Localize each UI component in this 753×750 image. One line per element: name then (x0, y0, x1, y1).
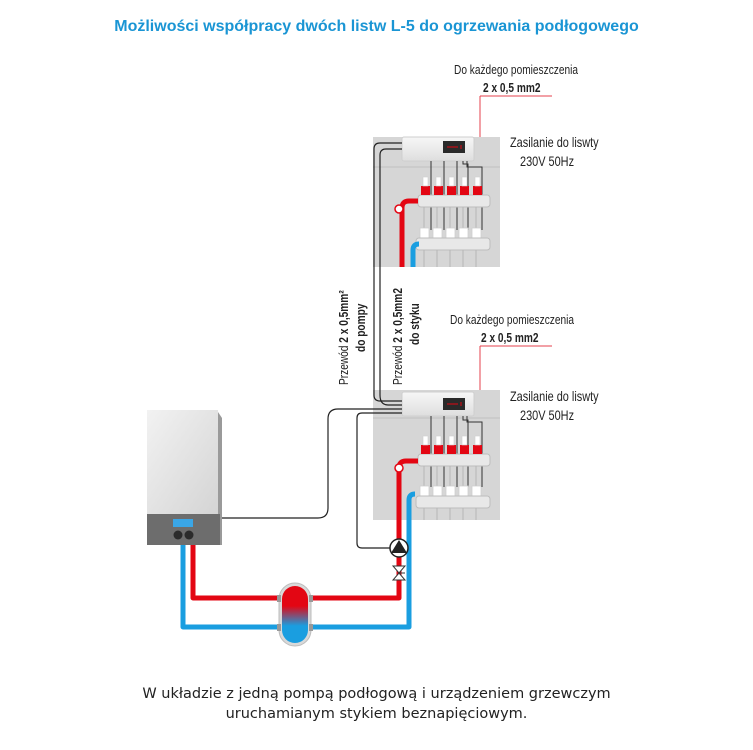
wire-to-pump (356, 412, 402, 549)
bottom-return-manifold (415, 485, 491, 509)
bottom-power-label: Zasilanie do liswty (510, 388, 599, 404)
caption-line-2: uruchamianym stykiem beznapięciowym. (225, 706, 528, 722)
pump-wire-prefix: Przewód (336, 345, 351, 385)
signal-wires (222, 142, 402, 549)
pump-wire-spec: 2 x 0,5mm² (336, 290, 351, 343)
boiler-display (173, 519, 193, 527)
wire-to-boiler (222, 408, 402, 519)
valve-icon (391, 565, 407, 581)
contact-wire-label: Przewód 2 x 0,5mm2 (390, 288, 405, 385)
top-power-label: Zasilanie do liswty (510, 134, 599, 150)
buffer-tank (277, 582, 313, 647)
wire-to-contact-link (379, 148, 402, 406)
bottom-rooms-label: Do każdego pomieszczenia (450, 312, 575, 327)
bottom-manifold-unit (373, 345, 552, 520)
wire-to-pump-link (373, 142, 402, 402)
top-rooms-label: Do każdego pomieszczenia (454, 62, 579, 77)
caption-line-1: W układzie z jedną pompą podłogową i urz… (142, 686, 611, 702)
circulation-pump-icon (389, 538, 409, 558)
pump-wire-target: do pompy (353, 303, 368, 352)
bottom-rooms-wire-spec: 2 x 0,5 mm2 (481, 330, 539, 345)
bottom-supply-manifold (417, 435, 491, 467)
contact-wire-prefix: Przewód (390, 345, 405, 385)
top-return-manifold (415, 227, 491, 251)
bottom-thermometer-icon (394, 463, 404, 473)
top-cold-pipe (410, 241, 420, 267)
bottom-power-value: 230V 50Hz (520, 407, 575, 423)
cold-return-pipe (180, 491, 416, 630)
top-power-value: 230V 50Hz (520, 153, 575, 169)
contact-wire-target: do styku (407, 303, 422, 345)
top-manifold-unit (373, 95, 552, 267)
contact-wire-spec: 2 x 0,5mm2 (390, 288, 405, 343)
boiler-icon (147, 410, 222, 545)
top-thermometer-icon (394, 204, 404, 214)
pump-wire-label: Przewód 2 x 0,5mm² (336, 290, 351, 385)
top-rooms-wire-spec: 2 x 0,5 mm2 (483, 80, 541, 95)
diagram-title: Możliwości współpracy dwóch listw L-5 do… (114, 18, 639, 35)
caption: W układzie z jedną pompą podłogową i urz… (0, 684, 753, 724)
